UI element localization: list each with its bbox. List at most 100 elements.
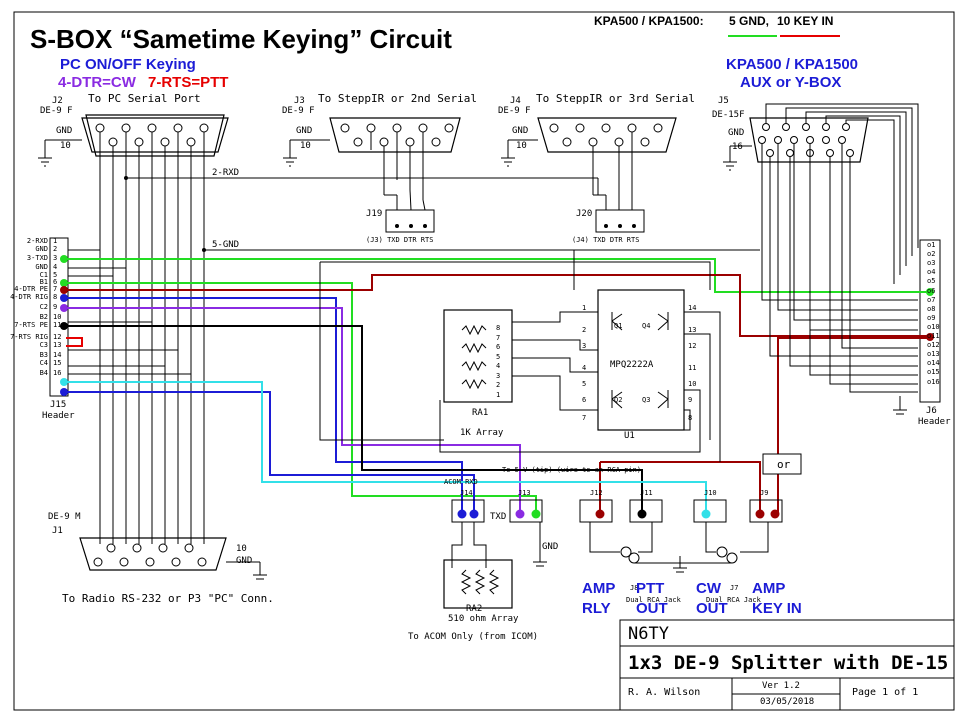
- j6-pin-number: o7: [927, 295, 936, 304]
- blue-wires: [66, 297, 475, 514]
- j3-gnd-label: GND: [296, 126, 313, 136]
- j20-box: [595, 209, 645, 233]
- j2-j1-bus: [99, 132, 205, 544]
- j15-pin-name: 4-DTR PE: [14, 285, 48, 293]
- output-label-bottom: RLY: [582, 600, 611, 617]
- ground-symbols: [38, 140, 907, 580]
- j15-jumper: [66, 337, 83, 347]
- j5-gnd-pin: 16: [732, 142, 743, 152]
- u1-right-pin: 8: [688, 414, 693, 422]
- kpa-aux-line1: KPA500 / KPA1500: [726, 56, 859, 73]
- j6-pin-number: o6: [927, 286, 936, 295]
- u1-right-pin: 14: [688, 304, 697, 312]
- u1-ra1-wiring: [319, 250, 721, 462]
- ra1-pin: 6: [496, 343, 501, 351]
- u1-left-pin: 6: [582, 396, 587, 404]
- j15-pin-number: 16: [53, 369, 62, 377]
- j15-ref: J15: [50, 400, 67, 410]
- j15-pin-name: GND: [35, 245, 48, 253]
- u1-right-pin: 11: [688, 364, 697, 372]
- j3-de9-shell: [329, 117, 461, 153]
- j4-ref: J4: [510, 96, 521, 106]
- j6-pin-number: o1: [927, 241, 936, 249]
- j1-gnd-pin: 10: [236, 544, 247, 554]
- title-block-lines: [619, 619, 955, 711]
- j6-pin-number: o11: [927, 332, 940, 340]
- j7-ref: J7: [730, 584, 739, 592]
- ra2-resistors: [460, 569, 500, 595]
- j6-pin-number: o3: [927, 259, 936, 268]
- pc-keying-cw: 4-DTR=CW: [58, 74, 136, 91]
- j15-pin-name: C1: [39, 271, 48, 279]
- j2-gnd-pin: 10: [60, 141, 71, 151]
- j2-de9-shell: [81, 114, 229, 157]
- j15-desc: Header: [42, 411, 75, 421]
- u1-left-pin: 7: [582, 414, 587, 422]
- kpa-note-gnd: 5 GND,: [729, 14, 770, 28]
- j15-pin-number: 7: [53, 285, 58, 293]
- j1-de9-shell: [79, 537, 227, 571]
- j15-pin-name: 2-RXD: [26, 237, 48, 245]
- output-label-top: AMP: [582, 580, 616, 597]
- j6-ref: J6: [926, 406, 937, 416]
- ground-mid: [673, 556, 687, 573]
- jack-ref: J11: [640, 489, 653, 497]
- acom-only-note: To ACOM Only (from ICOM): [408, 632, 539, 642]
- u1-left-pin: 3: [582, 342, 587, 350]
- j5-de15-shell: [749, 117, 869, 163]
- j4-to-j20: [592, 132, 633, 210]
- j3-gnd-pin: 10: [300, 141, 311, 151]
- ra1-pin: 3: [496, 371, 501, 380]
- rca-jack-boxes: [451, 499, 783, 523]
- j7-dual-label: Dual RCA Jack: [706, 596, 761, 604]
- j1-ref: J1: [52, 526, 63, 536]
- j15-pin-name: B3: [39, 351, 48, 359]
- j15-pin-name: B2: [39, 313, 48, 321]
- j6-pin-number: o9: [927, 313, 936, 322]
- sheet-border: [13, 11, 955, 711]
- j15-pin-number: 6: [53, 278, 58, 286]
- j19-label: (J3) TXD DTR RTS: [366, 236, 434, 244]
- j5-type: DE-15F: [712, 110, 745, 120]
- j15-pin-number: 5: [53, 271, 58, 279]
- j15-pin-name: B4: [39, 369, 48, 377]
- rca-down-wiring: [451, 522, 769, 568]
- j6-pin-number: o13: [927, 350, 940, 359]
- ra1-pin: 5: [496, 352, 501, 361]
- ra1-pin: 7: [496, 333, 501, 342]
- j6-pin-number: o16: [927, 377, 940, 386]
- u1-q3: Q3: [642, 396, 651, 404]
- tb-page: Page 1 of 1: [852, 687, 919, 698]
- j5-to-j6: [761, 103, 919, 393]
- j15-header: [49, 237, 69, 397]
- j6-desc: Header: [918, 417, 951, 427]
- u1-left-pin: 5: [582, 380, 587, 388]
- ra1-pin: 2: [496, 381, 501, 389]
- j15-pin-number: 11: [53, 321, 62, 329]
- j15-pin-number: 4: [53, 263, 58, 271]
- j8-dual-label: Dual RCA Jack: [626, 596, 681, 604]
- j15-pin-number: 14: [53, 351, 62, 359]
- acom-5v-note: To 5 V (tip) (wire to an RCA pin): [502, 466, 642, 474]
- u1-left-pin: 2: [582, 326, 587, 334]
- u1-q4: Q4: [642, 322, 651, 330]
- rxd-bus-label: 2-RXD: [212, 168, 240, 178]
- ra1-pin: 8: [496, 324, 501, 332]
- j5-ref: J5: [718, 96, 729, 106]
- j6-pin-number: o4: [927, 268, 936, 277]
- j6-pin-number: o2: [927, 250, 936, 259]
- j15-pin-number: 12: [53, 333, 62, 341]
- rca-jack-dots: [457, 509, 780, 519]
- ra1-ref: RA1: [472, 408, 489, 418]
- j5-pins: [758, 123, 854, 157]
- u1-right-pin: 12: [688, 342, 697, 350]
- u1-transistors: [611, 312, 669, 409]
- diagram-title: S-BOX “Sametime Keying” Circuit: [30, 24, 452, 54]
- u1-ref: U1: [624, 431, 635, 441]
- j15-black-wires: [68, 249, 191, 375]
- j6-pin-number: o14: [927, 359, 940, 368]
- output-label-bottom: OUT: [696, 600, 728, 617]
- j15-pin-name: 7-RTS PE: [14, 321, 48, 329]
- j15-pin-number: 13: [53, 341, 62, 349]
